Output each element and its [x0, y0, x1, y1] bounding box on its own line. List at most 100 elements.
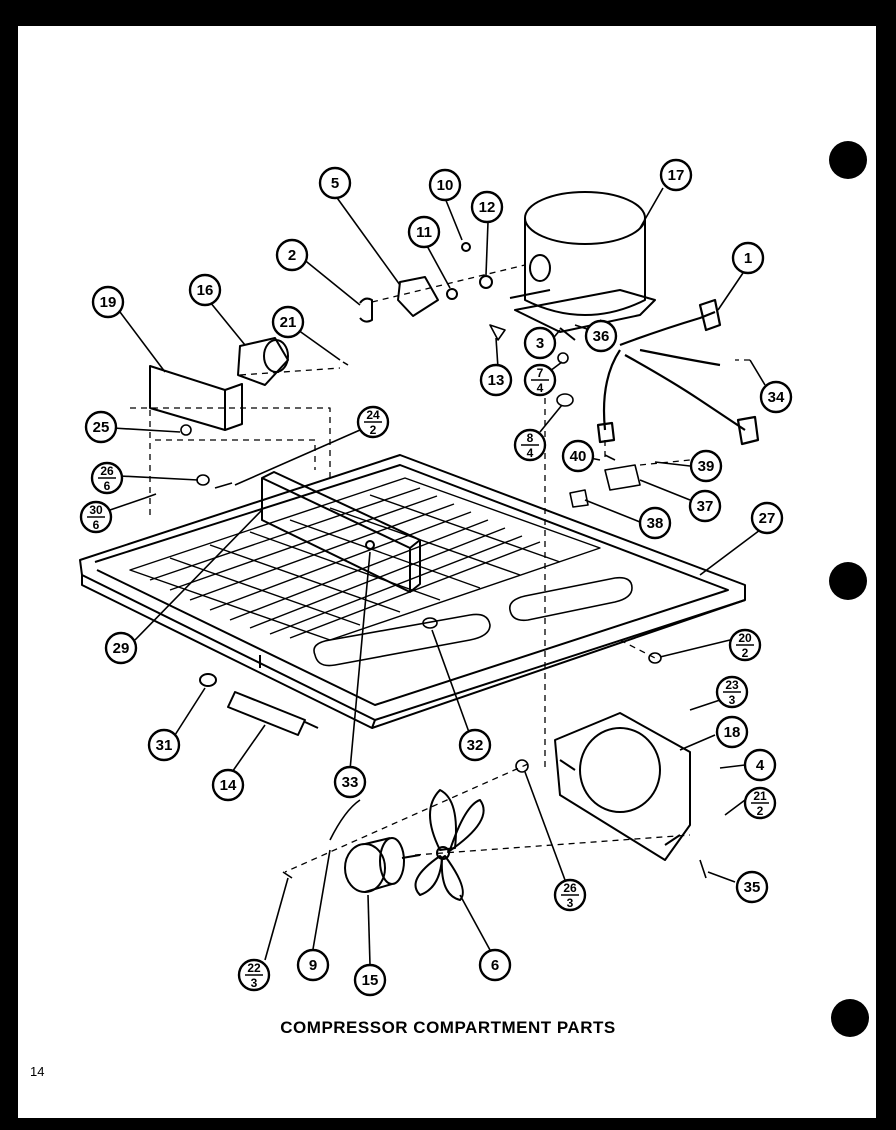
callout-number: 19 [100, 294, 117, 311]
binder-hole [831, 999, 869, 1037]
callout-number: 25 [93, 419, 110, 436]
callout-26-3: 263 [553, 878, 587, 912]
binder-hole [829, 562, 867, 600]
callout-21-2: 212 [743, 786, 777, 820]
callout-circle [407, 215, 441, 249]
callout-5: 5 [318, 166, 352, 200]
callout-quantity: 2 [370, 423, 377, 437]
callout-circle [470, 190, 504, 224]
callout-circle [479, 363, 513, 397]
callout-number: 15 [362, 972, 379, 989]
callout-number: 29 [113, 640, 130, 657]
callout-number: 26 [100, 464, 114, 478]
callout-circle [318, 166, 352, 200]
callout-circle [353, 963, 387, 997]
callout-21: 21 [271, 305, 305, 339]
callout-number: 36 [593, 328, 610, 345]
hardware [144, 324, 707, 879]
callout-quantity: 3 [729, 693, 736, 707]
callout-number: 34 [768, 389, 785, 406]
callout-24-2: 242 [356, 405, 390, 439]
callout-circle [296, 948, 330, 982]
callout-13: 13 [479, 363, 513, 397]
callout-circle [275, 238, 309, 272]
callout-number: 7 [537, 366, 544, 380]
page-number: 14 [30, 1064, 45, 1079]
callout-18: 18 [715, 715, 749, 749]
callout-number: 37 [697, 498, 714, 515]
diagram-caption: COMPRESSOR COMPARTMENT PARTS [280, 1018, 616, 1037]
callout-16: 16 [188, 273, 222, 307]
callout-number: 35 [744, 879, 761, 896]
callout-circle [333, 765, 367, 799]
callout-circle [478, 948, 512, 982]
parts-diagram-page [18, 26, 876, 1118]
callout-quantity: 4 [527, 446, 534, 460]
tray-slots [313, 576, 633, 667]
callout-26-6: 266 [90, 461, 124, 495]
callout-number: 20 [738, 631, 752, 645]
callout-36: 36 [584, 319, 618, 353]
callout-number: 32 [467, 737, 484, 754]
callout-number: 11 [416, 224, 432, 241]
callout-number: 30 [89, 503, 103, 517]
callout-number: 21 [753, 789, 767, 803]
callout-31: 31 [147, 728, 181, 762]
callout-circle [91, 285, 125, 319]
callout-25: 25 [84, 410, 118, 444]
callout-39: 39 [689, 449, 723, 483]
callout-35: 35 [735, 870, 769, 904]
callout-circle [659, 158, 693, 192]
binder-hole [829, 141, 867, 179]
callout-number: 6 [491, 957, 499, 974]
callout-2: 2 [275, 238, 309, 272]
callout-circle [211, 768, 245, 802]
drier-tube [199, 673, 319, 736]
compressor [509, 191, 656, 341]
callout-circle [735, 870, 769, 904]
fan-blade [414, 789, 485, 901]
callout-19: 19 [91, 285, 125, 319]
callout-quantity: 6 [104, 479, 111, 493]
callout-15: 15 [353, 963, 387, 997]
base-tray [79, 454, 746, 729]
callout-circle [731, 241, 765, 275]
callout-number: 17 [668, 167, 685, 184]
callout-9: 9 [296, 948, 330, 982]
callout-circle [759, 380, 793, 414]
callout-30-6: 306 [79, 500, 113, 534]
callout-circle [715, 715, 749, 749]
callout-circle [523, 326, 557, 360]
leader-lines [109, 187, 766, 966]
callout-quantity: 4 [537, 381, 544, 395]
callout-quantity: 3 [567, 896, 574, 910]
callout-27: 27 [750, 501, 784, 535]
callout-number: 24 [366, 408, 380, 422]
callout-number: 1 [744, 250, 752, 267]
callout-6: 6 [478, 948, 512, 982]
callout-number: 18 [724, 724, 741, 741]
callout-8-4: 84 [513, 428, 547, 462]
callout-number: 13 [488, 372, 505, 389]
callout-22-3: 223 [237, 958, 271, 992]
callout-7-4: 74 [523, 363, 557, 397]
callout-circle [561, 439, 595, 473]
callout-quantity: 2 [742, 646, 749, 660]
callout-circle [584, 319, 618, 353]
condenser-coil [129, 477, 601, 641]
fan-bracket [554, 712, 691, 861]
callout-number: 33 [342, 774, 359, 791]
callout-quantity: 6 [93, 518, 100, 532]
callout-10: 10 [428, 168, 462, 202]
callout-number: 21 [280, 314, 297, 331]
callout-number: 39 [698, 458, 715, 475]
callout-circle [104, 631, 138, 665]
callout-circle [428, 168, 462, 202]
callout-20-2: 202 [728, 628, 762, 662]
callout-number: 31 [156, 737, 173, 754]
callout-circle [147, 728, 181, 762]
callout-circle [458, 728, 492, 762]
callout-number: 38 [647, 515, 664, 532]
wiring-harness [596, 298, 760, 446]
